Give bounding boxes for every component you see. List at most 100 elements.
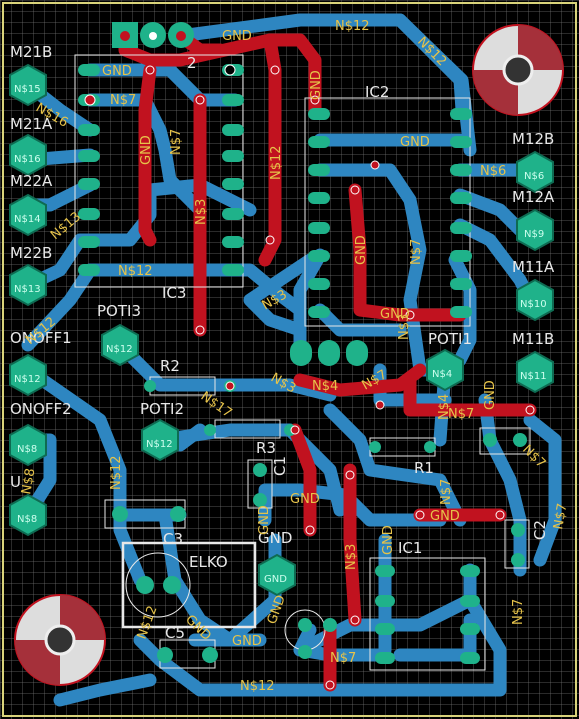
trace-bottom [373,363,452,407]
net-label: GND [290,492,320,507]
pad [9,353,47,397]
net-label: GND [381,525,396,555]
vias [84,64,535,690]
net-label: N$7 [511,599,526,625]
pad [9,63,47,107]
passive-pads [112,380,527,663]
trace-bottom [133,593,507,697]
net-label: N$7 [110,93,136,108]
trace-bottom [293,248,327,337]
ic1-outline [369,557,486,671]
net-label: N$7 [169,129,184,155]
trace-bottom [258,483,447,527]
pad [9,263,47,307]
pad [9,493,47,537]
trace-bottom [323,403,467,527]
mounting-hole-top-right [472,24,564,116]
c1-outline [247,459,273,509]
net-label: N$7 [439,479,454,505]
pad [141,418,179,462]
trace-bottom [53,673,157,707]
net-label: N$12 [335,19,370,34]
net-label: N$3 [397,314,412,340]
net-label: N$7 [519,442,548,471]
label-m21b: M21B [10,43,52,61]
silkscreen-outlines [74,54,531,671]
trace-bottom [293,623,392,662]
net-label: GND [354,235,369,265]
trace-bottom [243,253,317,357]
pad-label: GND [264,574,287,585]
net-label: N$12 [135,604,161,642]
pad-label: N$11 [520,371,547,382]
label-poti2: POTI2 [140,400,184,418]
net-label: GND [222,29,252,44]
c2-outline [504,519,530,569]
net-label: N$7 [409,239,424,265]
mounting-hole-bottom-left [14,594,106,686]
component-labels: M21B M21A M22A M22B ONOFF1 ONOFF2 U M12B… [10,43,555,642]
net-label: N$12 [240,679,275,694]
trace-bottom [393,13,477,157]
cap-outline-right [479,427,531,455]
trace-bottom [313,163,452,377]
pad-labels: N$15 N$16 N$14 N$13 N$12 N$8 N$8 N$6 N$9… [14,84,547,585]
trace-bottom [523,413,562,567]
net-label: N$8 [19,467,38,495]
net-label: N$4 [437,394,452,420]
label-c2: C2 [531,520,549,540]
net-label: N$7 [330,651,356,666]
ic2-outline [304,97,471,327]
trace-top [288,423,317,537]
net-label: N$6 [480,164,506,179]
trace-top [258,33,282,267]
pad-label: N$8 [17,514,37,525]
net-label: GND [380,307,410,322]
trace-bottom [453,188,527,237]
trace-top [403,373,537,417]
connector-pads-left [9,63,47,537]
label-poti1: POTI1 [428,330,472,348]
net-label: GND [102,64,132,79]
pad-label: N$12 [106,344,133,355]
label-c1: C1 [271,456,289,476]
net-label: N$3 [194,199,209,225]
label-onoff1: ONOFF1 [10,329,72,347]
net-label: N$12 [109,455,124,490]
label-c5: C5 [165,624,185,642]
net-label: N$7 [448,407,474,422]
elko-body [125,552,191,618]
trace-top [138,63,157,247]
trace-bottom [158,508,267,647]
trace-bottom [83,63,242,107]
label-m12a: M12A [512,188,555,206]
poti-pads [101,323,464,597]
label-poti3: POTI3 [97,302,141,320]
label-c3: C3 [163,530,183,548]
label-r2: R2 [160,357,180,375]
trace-bottom [21,363,147,587]
label-gnd-pad: GND [258,529,292,547]
net-label: N$3 [268,370,298,396]
label-m11a: M11A [512,258,555,276]
label-r1: R1 [414,459,434,477]
label-m22a: M22A [10,172,53,190]
pad [516,208,554,252]
trace-bottom [478,393,527,577]
pad [426,348,464,392]
pad-label: N$15 [14,84,41,95]
label-ic-pin: 2 [187,54,197,72]
net-label: GND [232,634,262,649]
net-label: N$12 [118,264,153,279]
net-label: GND [139,135,154,165]
trace-top [348,183,467,322]
pad-label: N$16 [14,154,41,165]
pad-label: N$13 [14,284,41,295]
trace-bottom [21,263,97,352]
pad [101,323,139,367]
connector-pads-right [516,150,554,394]
top-copper-layer [118,29,537,692]
pad [9,193,47,237]
